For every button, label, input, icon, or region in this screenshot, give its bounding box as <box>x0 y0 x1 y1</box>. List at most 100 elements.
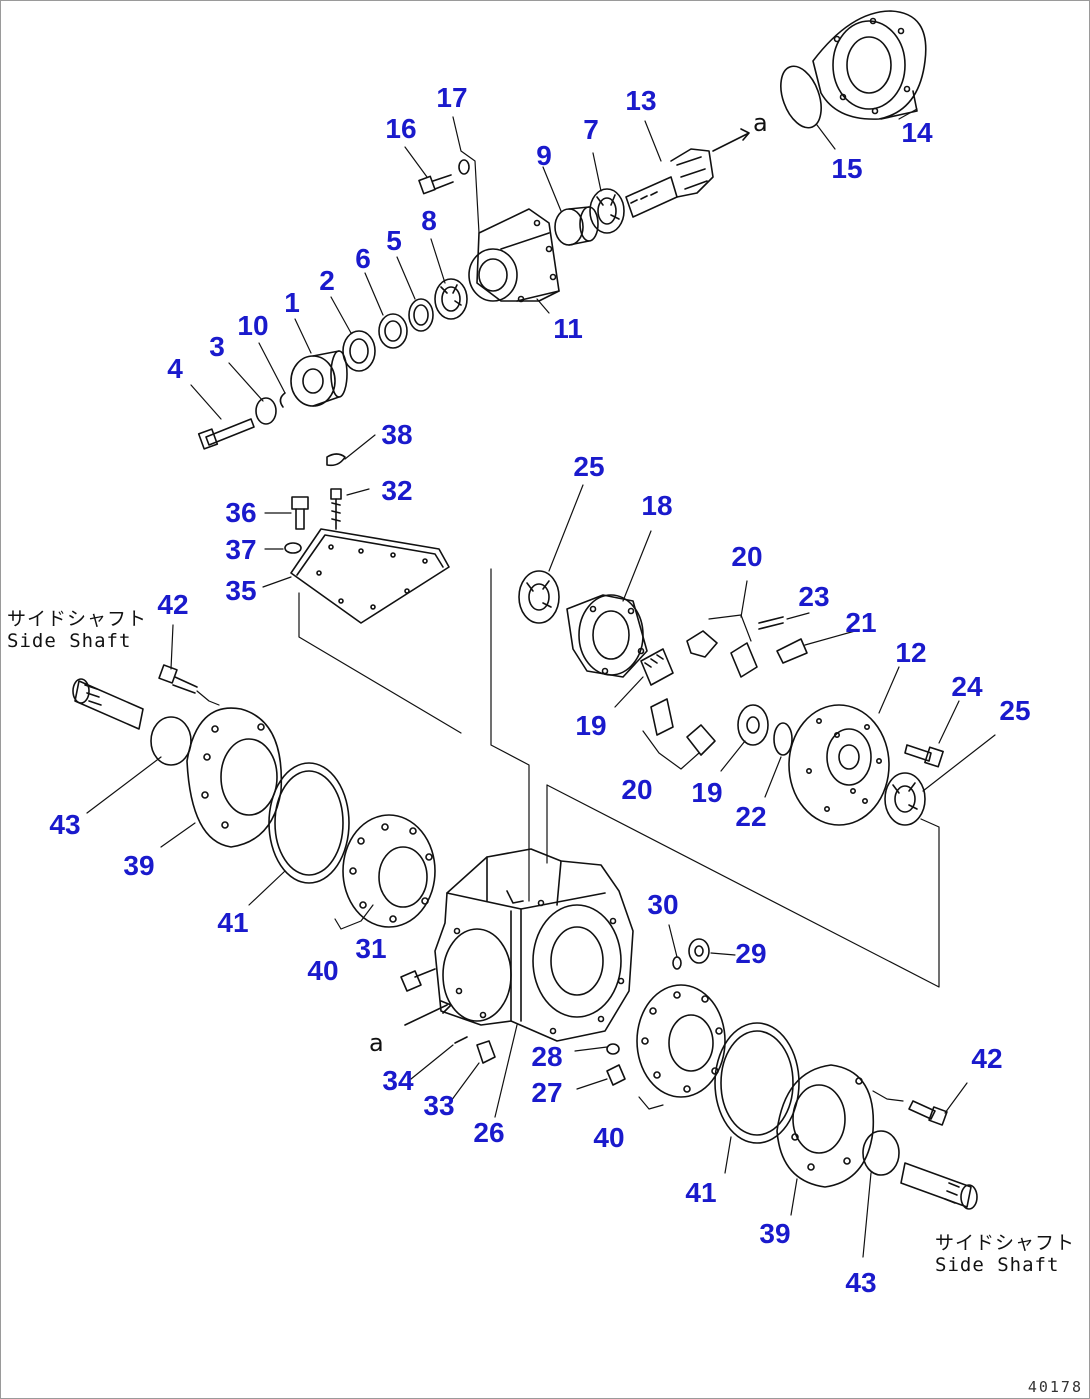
part-plug-29 <box>688 938 710 964</box>
part-label-40-left: 40 <box>307 955 339 986</box>
part-label-16: 16 <box>385 113 417 144</box>
part-label-37: 37 <box>225 534 257 565</box>
part-pin-23 <box>758 616 784 630</box>
part-cover-14 <box>812 10 927 120</box>
part-label-42-right: 42 <box>971 1043 1003 1074</box>
part-label-17: 17 <box>436 82 468 113</box>
part-ring-gear-12 <box>788 704 890 826</box>
leader-lines <box>86 108 996 1258</box>
part-cage-11 <box>468 208 560 303</box>
part-washer-37 <box>284 542 302 554</box>
part-label-39-left: 39 <box>123 850 155 881</box>
ref-arrow-a-top <box>712 128 750 152</box>
note-side-shaft-right-en: Side Shaft <box>935 1253 1060 1276</box>
note-side-shaft-left-en: Side Shaft <box>7 629 132 652</box>
part-label-1: 1 <box>284 287 300 318</box>
part-label-20-lower: 20 <box>621 774 653 805</box>
part-label-5: 5 <box>386 225 402 256</box>
part-label-2: 2 <box>319 265 335 296</box>
part-oring-15 <box>780 65 822 129</box>
ref-arrow-a-bottom <box>404 1000 452 1026</box>
part-label-31: 31 <box>355 933 387 964</box>
part-side-gear-19-upper <box>640 648 674 686</box>
part-pinion-13 <box>625 148 714 218</box>
part-bearing-cage-39-right <box>776 1064 875 1188</box>
part-label-11: 11 <box>553 313 583 344</box>
part-label-9: 9 <box>536 140 552 171</box>
part-ring-10 <box>279 392 286 408</box>
part-label-19-upper: 19 <box>575 710 607 741</box>
part-bolt-42-left <box>158 664 198 694</box>
part-shaft-21 <box>730 638 808 678</box>
part-label-40-right: 40 <box>593 1122 625 1153</box>
part-bolt-38 <box>326 453 346 467</box>
part-label-32: 32 <box>381 475 413 506</box>
part-bolt-16 <box>418 174 454 195</box>
part-label-6: 6 <box>355 243 371 274</box>
part-label-43-right: 43 <box>845 1267 877 1298</box>
part-fitting-27 <box>606 1064 626 1086</box>
part-label-15: 15 <box>831 153 863 184</box>
part-pinion-20-upper <box>686 630 718 658</box>
part-label-27: 27 <box>531 1077 563 1108</box>
part-label-21: 21 <box>845 607 877 638</box>
part-washer-17 <box>458 159 470 175</box>
part-label-22: 22 <box>735 801 767 832</box>
part-coupling-1 <box>290 350 348 407</box>
part-label-41-left: 41 <box>217 907 249 938</box>
guide-line-cover-plate <box>298 592 462 734</box>
part-label-4: 4 <box>167 353 183 384</box>
part-washer-22 <box>773 722 793 756</box>
part-label-29: 29 <box>735 938 767 969</box>
part-side-shaft-left <box>72 678 144 730</box>
part-label-43-left: 43 <box>49 809 81 840</box>
part-washer-3 <box>255 397 277 425</box>
guide-line-diff-right <box>546 784 940 988</box>
drawing-code: 40178 <box>1027 1378 1083 1396</box>
part-side-shaft-right <box>900 1162 978 1210</box>
part-label-23: 23 <box>798 581 830 612</box>
ref-letter-a-bottom: a <box>369 1029 384 1057</box>
part-breather-28 <box>606 1043 620 1055</box>
part-bolt-32 <box>330 488 342 530</box>
part-cover-plate-35 <box>290 528 450 624</box>
guide-line-diff-left <box>490 568 530 902</box>
part-label-20-upper: 20 <box>731 541 763 572</box>
part-bearing-8 <box>434 278 468 320</box>
group-bracket-40-31-left <box>334 904 374 930</box>
part-shim-41-right <box>714 1022 800 1144</box>
part-bolt-42-right <box>908 1100 948 1126</box>
part-label-19-lower: 19 <box>691 777 723 808</box>
note-side-shaft-right-jp: サイドシャフト <box>935 1232 1076 1254</box>
group-bracket-40-right <box>638 1096 664 1110</box>
part-label-10: 10 <box>237 310 269 341</box>
part-ring-5 <box>408 298 434 332</box>
part-pinion-20-lower <box>650 698 716 756</box>
part-label-34: 34 <box>382 1065 414 1096</box>
part-pin-34 <box>454 1036 468 1044</box>
part-bolt-31 <box>400 968 436 992</box>
part-bearing-25-left <box>518 570 560 624</box>
part-spacer-6 <box>378 313 408 349</box>
part-label-26: 26 <box>473 1117 505 1148</box>
ref-letter-a-top: a <box>753 109 768 137</box>
part-label-8: 8 <box>421 205 437 236</box>
part-cage-40-right <box>636 984 726 1098</box>
part-side-gear-19-lower <box>737 704 769 746</box>
group-bracket-20-upper <box>708 614 752 642</box>
group-bracket-side-shaft-right <box>872 1090 904 1102</box>
part-washer-30 <box>672 956 682 970</box>
part-bearing-cage-39-left <box>186 707 283 848</box>
part-label-41-right: 41 <box>685 1177 717 1208</box>
part-label-36: 36 <box>225 497 257 528</box>
part-diff-case-18 <box>566 594 648 678</box>
part-plug-33 <box>476 1040 496 1064</box>
part-bearing-7 <box>589 188 625 234</box>
part-diff-case-26 <box>434 848 634 1042</box>
part-bearing-25-right <box>884 772 926 826</box>
part-label-7: 7 <box>583 114 599 145</box>
part-label-13: 13 <box>625 85 657 116</box>
part-label-14: 14 <box>901 117 933 148</box>
